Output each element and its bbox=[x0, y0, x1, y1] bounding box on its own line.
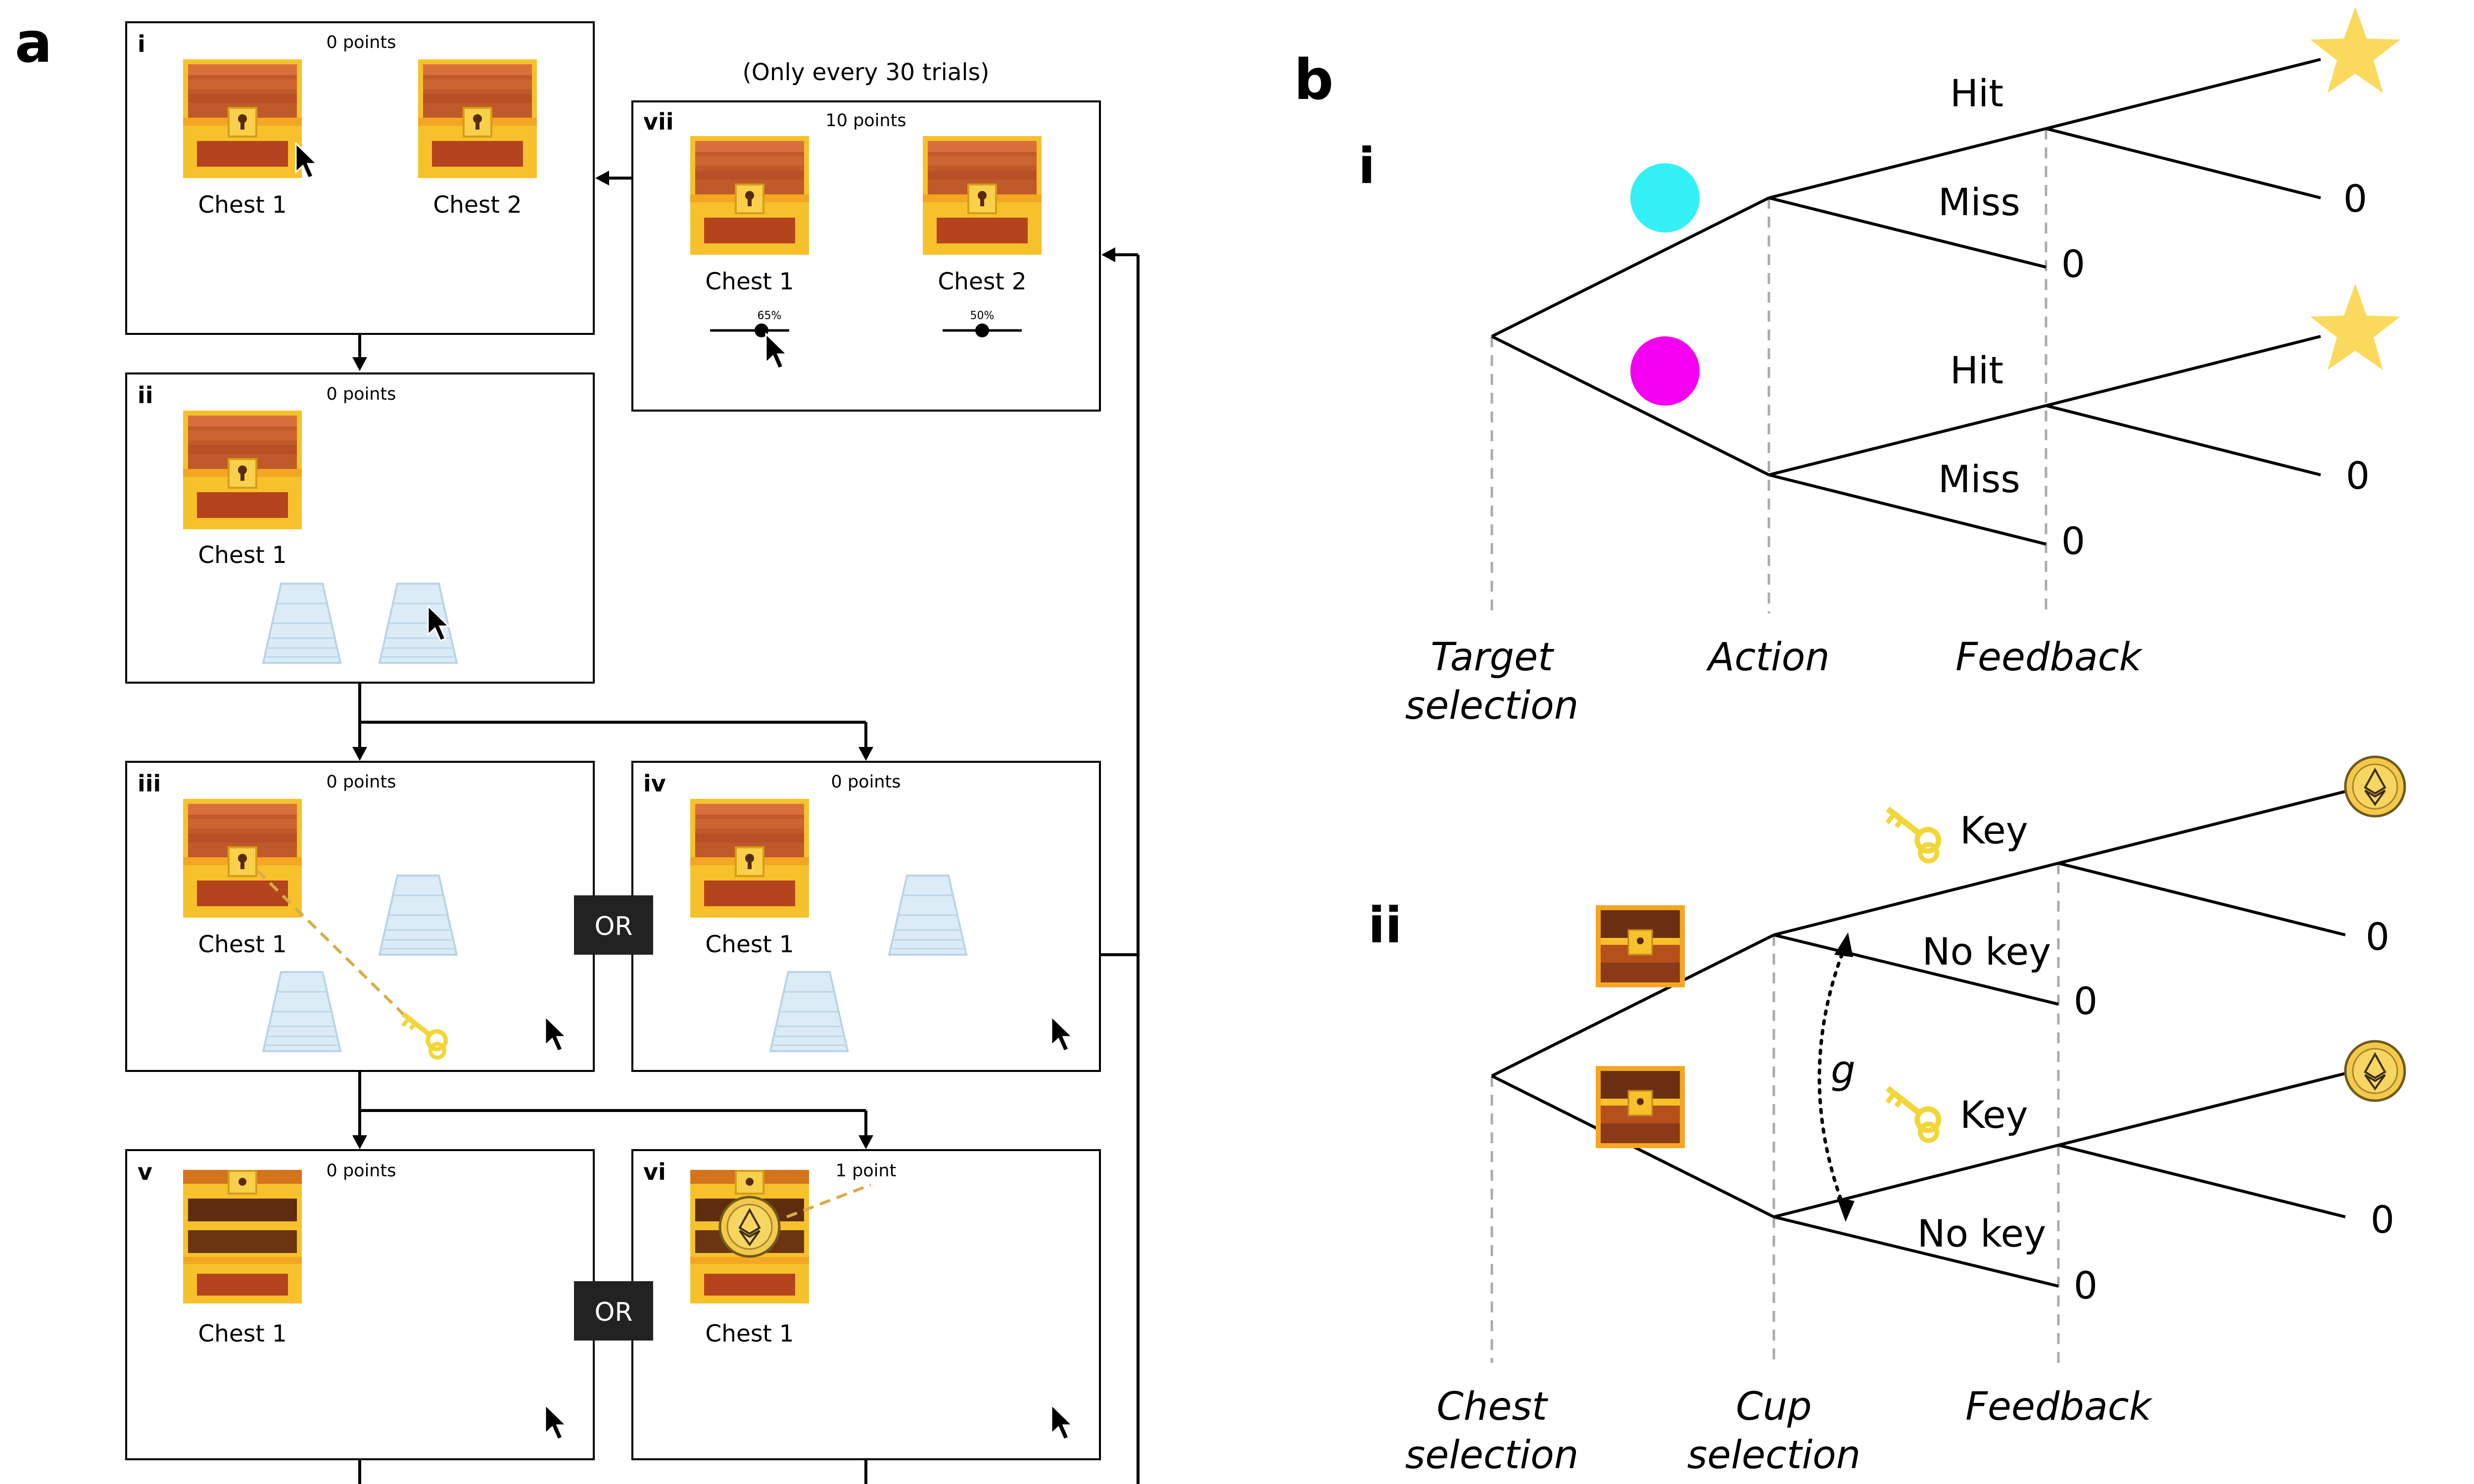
guide-lines-b-i bbox=[1490, 129, 2047, 613]
points-counter: 0 points bbox=[327, 33, 396, 52]
axis-target-selection-line1: Target bbox=[1430, 635, 1554, 680]
chest-2-label: Chest 2 bbox=[433, 191, 522, 219]
open-chest-icon bbox=[182, 1169, 303, 1304]
branch-hit-label: Hit bbox=[1950, 71, 2003, 115]
panel-b-label: b bbox=[1294, 48, 1333, 112]
slider-2-percent: 50% bbox=[970, 310, 995, 322]
chest-option-icon bbox=[1595, 904, 1686, 988]
screen-numeral: iv bbox=[643, 770, 666, 797]
outcome-zero: 0 bbox=[2061, 242, 2085, 286]
flow-connectors bbox=[358, 177, 1140, 1484]
branch-miss-label: Miss bbox=[1938, 457, 2020, 501]
flow-arrowheads bbox=[352, 171, 1115, 1149]
svg-text:OR: OR bbox=[594, 912, 632, 941]
key-icon bbox=[1877, 1080, 1948, 1144]
chest-2-icon bbox=[922, 135, 1043, 256]
outcome-zero: 0 bbox=[2074, 1263, 2097, 1307]
screen-numeral: ii bbox=[138, 382, 153, 409]
chest-2-label: Chest 2 bbox=[938, 268, 1026, 295]
every-30-trials-note: (Only every 30 trials) bbox=[743, 59, 990, 86]
screen-i: i 0 points Chest 1 Chest 2 bbox=[125, 21, 595, 335]
or-box-lower: OR bbox=[574, 1281, 653, 1341]
confidence-slider-1[interactable] bbox=[710, 324, 789, 337]
screen-numeral: vii bbox=[643, 108, 674, 135]
axis-chest-selection-line1: Chest bbox=[1436, 1385, 1548, 1429]
branch-key-label: Key bbox=[1960, 808, 2028, 852]
screen-vi: vi 1 point Chest 1 bbox=[631, 1149, 1101, 1460]
generalization-g-label: g bbox=[1831, 1048, 1856, 1093]
screen-numeral: i bbox=[138, 31, 145, 57]
outcome-zero: 0 bbox=[2366, 915, 2389, 959]
generalization-arrow bbox=[1817, 932, 1855, 1222]
branch-hit-label: Hit bbox=[1950, 348, 2003, 392]
key-icon bbox=[1877, 800, 1948, 865]
branch-miss-label: Miss bbox=[1938, 180, 2020, 224]
chest-1-icon[interactable] bbox=[182, 58, 303, 179]
axis-chest-selection-line2: selection bbox=[1405, 1433, 1579, 1478]
screen-iii: iii 0 points Chest 1 bbox=[125, 761, 595, 1072]
coin-trajectory-line bbox=[786, 1183, 872, 1218]
screen-vii: vii 10 points Chest 1 Chest 2 65% 50% bbox=[631, 100, 1101, 412]
slider-2-thumb[interactable] bbox=[975, 324, 989, 337]
points-counter: 0 points bbox=[831, 772, 901, 792]
axis-cup-selection-line2: selection bbox=[1687, 1433, 1861, 1478]
target-cyan-circle bbox=[1630, 163, 1700, 232]
branch-key-label: Key bbox=[1960, 1093, 2028, 1137]
branch-no-key-label: No key bbox=[1922, 929, 2051, 974]
confidence-slider-2[interactable] bbox=[943, 324, 1022, 337]
slider-1-percent: 65% bbox=[758, 310, 782, 322]
axis-target-selection-line2: selection bbox=[1405, 684, 1579, 728]
chest-1-label: Chest 1 bbox=[705, 1320, 794, 1347]
screen-numeral: v bbox=[138, 1159, 152, 1185]
target-magenta-circle bbox=[1630, 336, 1700, 406]
or-box-upper: OR bbox=[574, 895, 653, 955]
chest-2-icon[interactable] bbox=[417, 58, 538, 179]
points-counter: 0 points bbox=[327, 772, 396, 792]
guide-lines-b-ii bbox=[1490, 863, 2060, 1363]
svg-text:OR: OR bbox=[594, 1298, 632, 1327]
screen-v: v 0 points Chest 1 bbox=[125, 1149, 595, 1460]
screen-iv: iv 0 points Chest 1 bbox=[631, 761, 1101, 1072]
points-counter: 0 points bbox=[327, 1161, 396, 1181]
chest-1-label: Chest 1 bbox=[198, 191, 286, 219]
axis-cup-selection-line1: Cup bbox=[1736, 1385, 1811, 1429]
chest-1-label: Chest 1 bbox=[198, 931, 286, 958]
chest-1-icon bbox=[689, 798, 810, 919]
axis-action: Action bbox=[1706, 635, 1830, 680]
star-reward-icon bbox=[2310, 7, 2400, 93]
panel-b-i-numeral: i bbox=[1358, 137, 1375, 195]
slider-1-thumb[interactable] bbox=[755, 324, 768, 337]
screen-numeral: iii bbox=[138, 770, 161, 797]
coin-reward-icon bbox=[2345, 757, 2405, 816]
outcome-zero: 0 bbox=[2061, 519, 2085, 563]
branch-no-key-label: No key bbox=[1917, 1211, 2046, 1255]
decision-tree-b-i bbox=[1491, 58, 2321, 546]
panel-a-label: a bbox=[15, 11, 52, 75]
screen-ii: ii 0 points Chest 1 bbox=[125, 372, 595, 684]
points-counter: 1 point bbox=[836, 1161, 897, 1181]
chest-1-label: Chest 1 bbox=[198, 1320, 286, 1347]
chest-1-icon bbox=[689, 135, 810, 256]
points-counter: 0 points bbox=[327, 384, 396, 404]
chest-1-icon bbox=[182, 410, 303, 530]
points-counter: 10 points bbox=[825, 111, 906, 131]
chest-1-label: Chest 1 bbox=[705, 931, 794, 958]
axis-feedback: Feedback bbox=[1955, 635, 2143, 680]
panel-b-ii-numeral: ii bbox=[1368, 896, 1402, 954]
screen-numeral: vi bbox=[643, 1159, 666, 1185]
chest-1-label: Chest 1 bbox=[198, 542, 286, 569]
outcome-zero: 0 bbox=[2346, 454, 2370, 498]
coin-reward-icon bbox=[2345, 1041, 2405, 1101]
outcome-zero: 0 bbox=[2343, 177, 2367, 221]
axis-feedback: Feedback bbox=[1965, 1385, 2153, 1429]
chest-1-icon bbox=[182, 798, 303, 919]
chest-1-label: Chest 1 bbox=[705, 268, 794, 295]
star-reward-icon bbox=[2310, 284, 2400, 370]
chest-option-icon bbox=[1595, 1065, 1686, 1149]
outcome-zero: 0 bbox=[2371, 1198, 2394, 1242]
coin-icon bbox=[720, 1197, 779, 1256]
outcome-zero: 0 bbox=[2074, 979, 2097, 1023]
